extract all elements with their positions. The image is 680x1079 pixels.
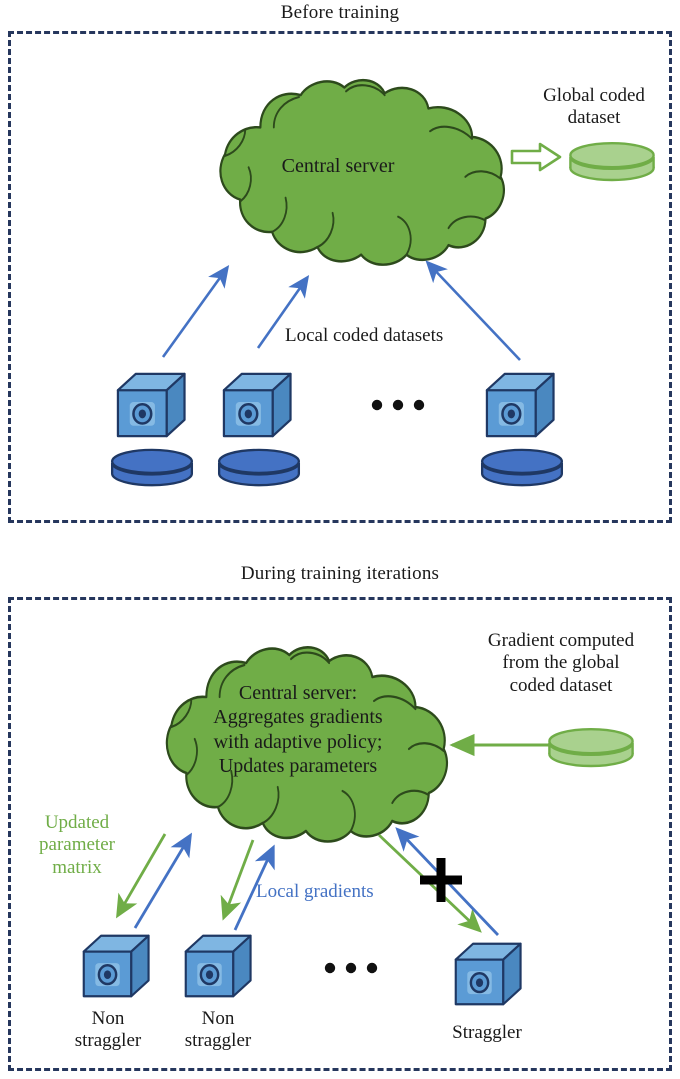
node-label-non-straggler-1: Non straggler [74,1008,142,1052]
panel-during-training [8,597,672,1071]
label-gradient-computed: Gradient computed from the global coded … [487,630,635,696]
cloud-label-central-server: Central server [281,155,395,177]
node-label-straggler: Straggler [452,1022,522,1043]
label-local-gradients: Local gradients [256,881,374,902]
node-label-non-straggler-2: Non straggler [184,1008,252,1052]
cloud-label-central-server-detail: Central server: Aggregates gradients wit… [213,682,383,778]
panel-title-during-training: During training iterations [240,563,440,584]
panel-title-before-training: Before training [280,2,400,23]
label-updated-parameter-matrix: Updated parameter matrix [39,812,115,878]
panel-before-training [8,31,672,523]
label-global-coded-dataset: Global coded dataset [543,85,645,129]
label-local-coded-datasets: Local coded datasets [285,325,444,346]
